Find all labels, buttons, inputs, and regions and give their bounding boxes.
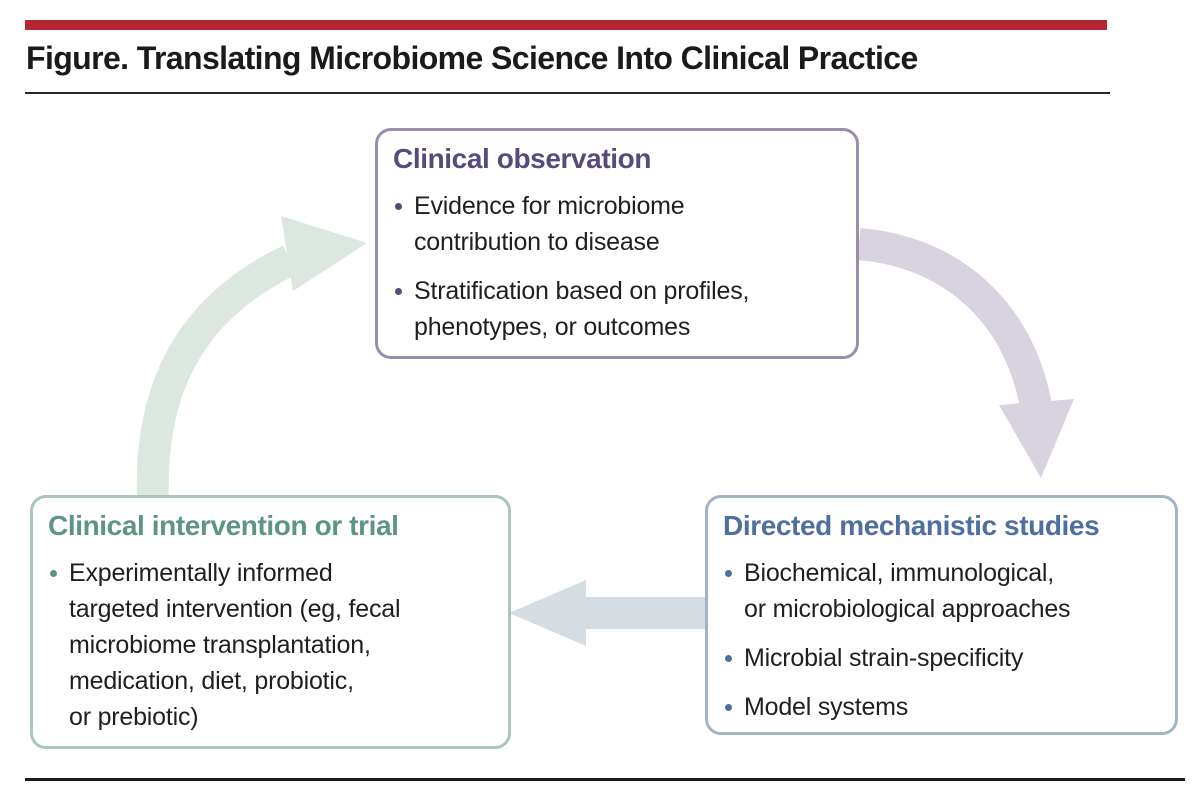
clinical-observation-box: Clinical observation Evidence for microb… (375, 128, 859, 359)
bullet-text: Stratification based on profiles, phenot… (414, 277, 750, 342)
directed-mechanistic-studies-title: Directed mechanistic studies (723, 510, 1100, 541)
arrow-mechanistic-to-intervention-shaft (584, 597, 705, 629)
top-red-rule (25, 20, 1107, 30)
clinical-intervention-title: Clinical intervention or trial (48, 510, 399, 541)
directed-mechanistic-studies-box: Directed mechanistic studies Biochemical… (705, 495, 1178, 735)
bullet-item: Stratification based on profiles, phenot… (393, 273, 841, 345)
bullet-dot-icon (50, 570, 57, 578)
bottom-rule (25, 778, 1185, 781)
bullet-item: Model systems (723, 689, 1160, 725)
bullet-dot-icon (725, 655, 732, 663)
arrow-observation-to-mechanistic-head-icon (999, 399, 1074, 478)
bullet-item: Microbial strain-specificity (723, 640, 1160, 676)
clinical-intervention-bullets: Experimentally informed targeted interve… (48, 555, 493, 735)
arrow-intervention-to-observation-head-icon (281, 216, 367, 291)
bullet-item: Evidence for microbiome contribution to … (393, 188, 841, 260)
bullet-text: Microbial strain-specificity (744, 644, 1024, 673)
bullet-item: Experimentally informed targeted interve… (48, 555, 493, 735)
arrow-observation-to-mechanistic-shaft (857, 228, 1053, 415)
clinical-observation-bullets: Evidence for microbiome contribution to … (393, 188, 841, 345)
bullet-text: Evidence for microbiome contribution to … (414, 192, 685, 257)
bullet-text: Model systems (744, 693, 909, 722)
title-divider-rule (25, 92, 1110, 94)
figure-title: Figure. Translating Microbiome Science I… (26, 40, 918, 76)
bullet-dot-icon (725, 704, 732, 712)
arrow-mechanistic-to-intervention-head-icon (509, 580, 586, 646)
directed-mechanistic-studies-bullets: Biochemical, immunological, or microbiol… (723, 555, 1160, 725)
bullet-item: Biochemical, immunological, or microbiol… (723, 555, 1160, 627)
clinical-intervention-box: Clinical intervention or trial Experimen… (30, 495, 511, 749)
arrow-intervention-to-observation-shaft (136, 245, 298, 501)
bullet-text: Experimentally informed targeted interve… (69, 559, 401, 732)
bullet-dot-icon (395, 288, 402, 296)
bullet-text: Biochemical, immunological, or microbiol… (744, 559, 1071, 624)
bullet-dot-icon (395, 203, 402, 211)
clinical-observation-title: Clinical observation (393, 143, 652, 174)
bullet-dot-icon (725, 570, 732, 578)
